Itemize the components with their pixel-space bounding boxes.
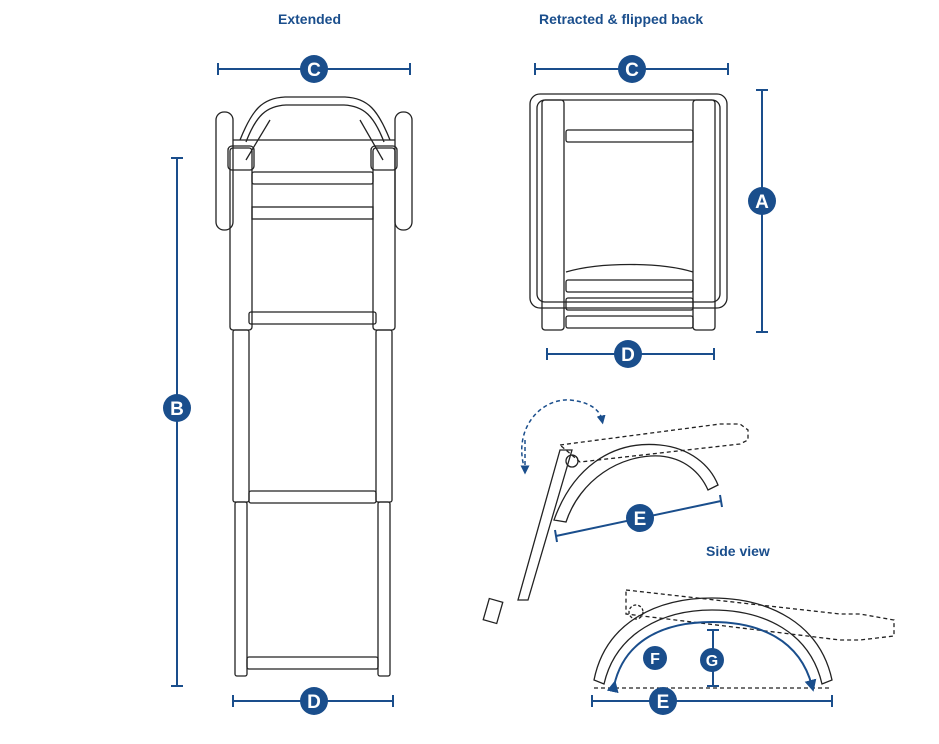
badge-b: B xyxy=(163,394,191,422)
svg-text:E: E xyxy=(657,692,670,713)
badge-e-rotation: E xyxy=(626,504,654,532)
badge-f: F xyxy=(643,646,667,670)
badge-c-retracted: C xyxy=(618,55,646,83)
badge-g: G xyxy=(700,648,724,672)
svg-text:E: E xyxy=(634,509,647,530)
svg-text:F: F xyxy=(650,651,660,668)
retracted-title: Retracted & flipped back xyxy=(539,11,704,27)
svg-text:C: C xyxy=(625,60,639,81)
side-view-title: Side view xyxy=(706,543,770,559)
svg-text:G: G xyxy=(706,653,718,670)
badge-e-side: E xyxy=(649,687,677,715)
side-view xyxy=(593,589,895,689)
svg-text:D: D xyxy=(307,692,321,713)
retracted-ladder xyxy=(529,93,728,331)
svg-text:D: D xyxy=(621,345,635,366)
svg-text:A: A xyxy=(755,192,769,213)
badge-d-retracted: D xyxy=(614,340,642,368)
badge-a: A xyxy=(748,187,776,215)
svg-text:C: C xyxy=(307,60,321,81)
extended-ladder xyxy=(215,96,413,677)
rotation-view xyxy=(482,399,749,625)
dimension-lines xyxy=(171,63,833,707)
badge-c-extended: C xyxy=(300,55,328,83)
extended-title: Extended xyxy=(278,11,342,27)
svg-text:B: B xyxy=(170,399,184,420)
badge-d-extended: D xyxy=(300,687,328,715)
